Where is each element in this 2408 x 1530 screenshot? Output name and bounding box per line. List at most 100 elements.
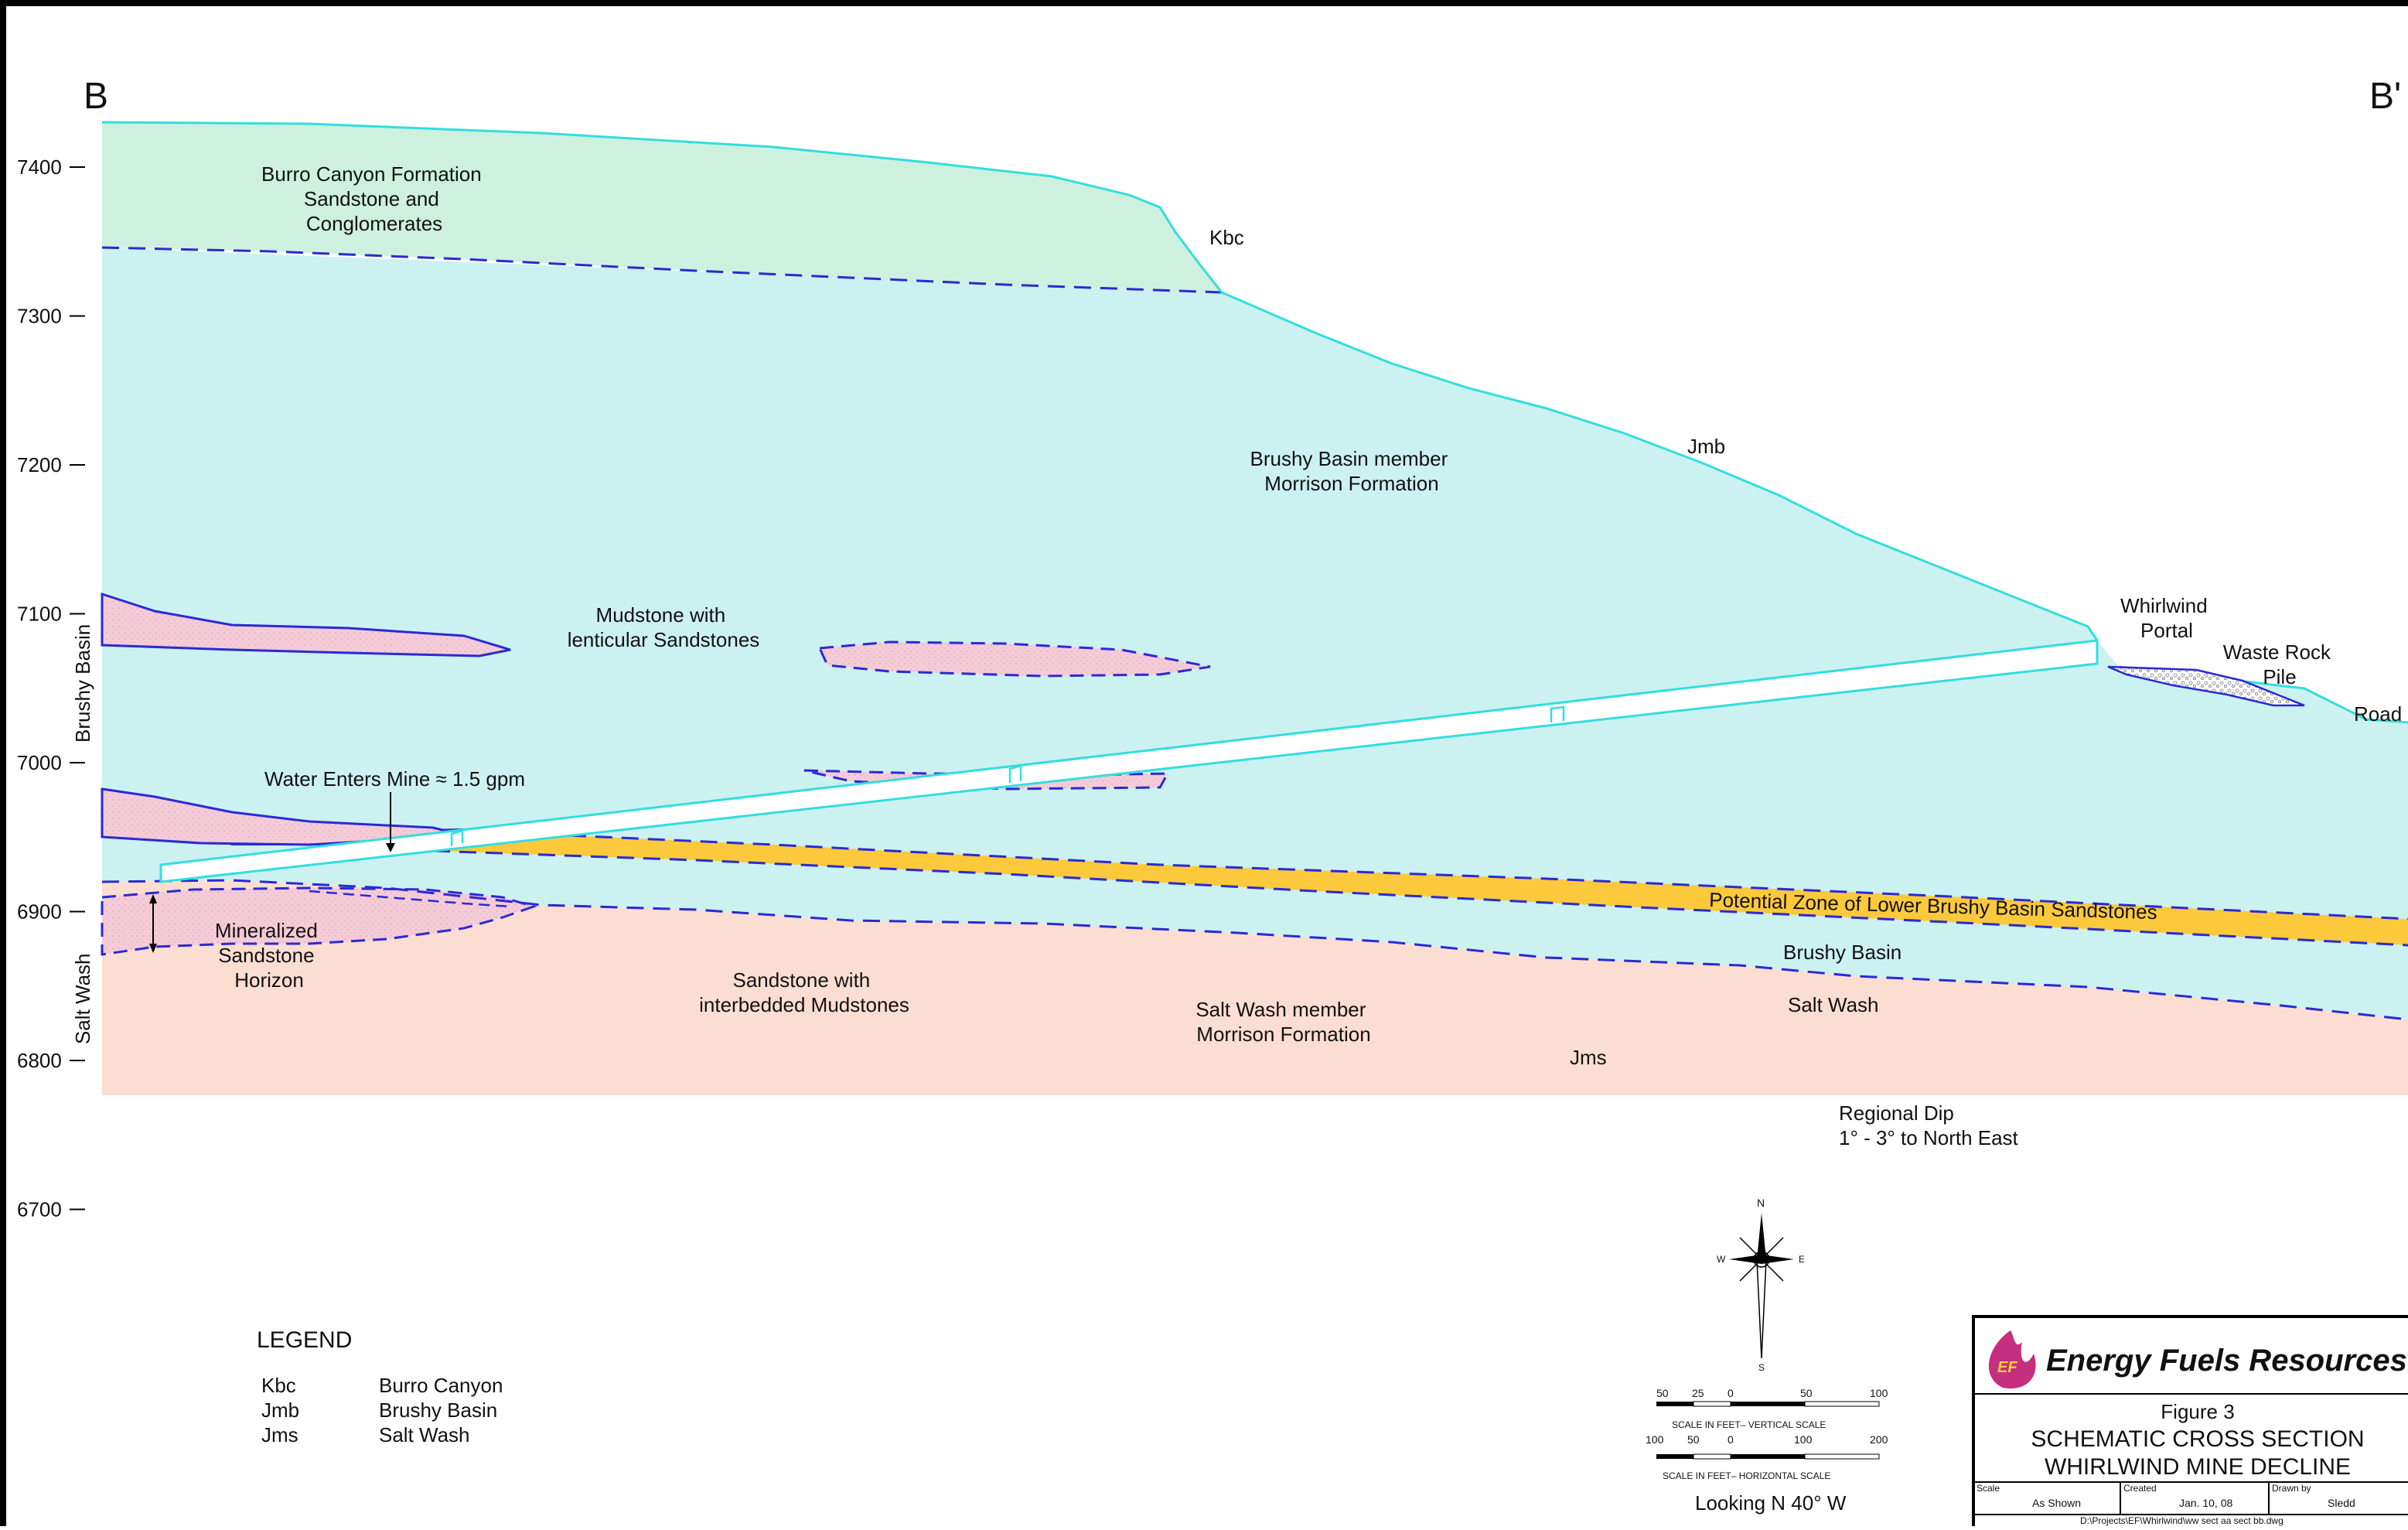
- file-path: D:\Projects\EF\Whirlwind\ww sect aa sect…: [2080, 1515, 2284, 1526]
- field-label-created: Created: [2123, 1483, 2157, 1494]
- thickness-arrow-bottom: [149, 944, 157, 953]
- vscale-seg: [1693, 1401, 1731, 1407]
- label-burro-canyon: Burro Canyon Formation Sandstone and Con…: [261, 162, 487, 235]
- water-arrow-head: [386, 843, 395, 852]
- legend-code: Jms: [261, 1423, 298, 1446]
- vscale-seg: [1804, 1401, 1880, 1407]
- legend-code: Jmb: [261, 1399, 299, 1422]
- mine-decline: [159, 639, 2099, 883]
- thickness-arrow-top: [149, 894, 157, 903]
- compass-n: N: [1757, 1197, 1765, 1209]
- label-salt-wash: Salt Wash: [1788, 993, 1879, 1016]
- compass-e: E: [1799, 1254, 1805, 1265]
- horizontal-scale-bar: 100 50 0 100 200 SCALE IN FEET– HORIZONT…: [1646, 1433, 1888, 1481]
- decline-alcove-1: [450, 829, 464, 846]
- vscale-tick: 0: [1728, 1387, 1734, 1399]
- logo-flame: [1988, 1330, 2036, 1389]
- label-kbc: Kbc: [1209, 226, 1244, 249]
- elevation-tick-label: 7300: [17, 305, 62, 328]
- compass-rose: N S E W: [1717, 1197, 1805, 1373]
- hscale-seg: [1804, 1453, 1880, 1460]
- compass-diag-2: [1739, 1237, 1784, 1282]
- elevation-tick-label: 6900: [17, 900, 62, 924]
- vscale-tick: 100: [1870, 1387, 1888, 1399]
- drawing-title-line2: WHIRLWIND MINE DECLINE: [2045, 1454, 2351, 1480]
- vscale-seg: [1656, 1402, 1693, 1406]
- label-jmb: Jmb: [1687, 435, 1725, 458]
- contact-potential-bottom: [432, 849, 2408, 947]
- label-brushy-basin-member: Brushy Basin member Morrison Formation: [1250, 447, 1454, 495]
- field-value-created: Jan. 10, 08: [2179, 1497, 2232, 1509]
- label-road: Road: [2354, 702, 2402, 726]
- company-logo: EF: [1988, 1330, 2036, 1389]
- label-sandstone-interbedded: Sandstone with interbedded Mudstones: [699, 968, 909, 1016]
- legend-name: Salt Wash: [379, 1423, 470, 1446]
- elevation-tick-label: 6700: [17, 1198, 62, 1221]
- potential-zone-unit: [418, 831, 2408, 945]
- hscale-caption: SCALE IN FEET– HORIZONTAL SCALE: [1663, 1470, 1830, 1481]
- hscale-tick: 100: [1794, 1433, 1813, 1446]
- hscale-tick: 0: [1728, 1433, 1734, 1446]
- label-whirlwind-portal: Whirlwind Portal: [2120, 594, 2213, 642]
- label-salt-wash-member: Salt Wash member Morrison Formation: [1195, 998, 1371, 1046]
- vscale-tick: 50: [1656, 1387, 1669, 1399]
- elevation-tick-label: 6800: [17, 1049, 62, 1072]
- elevation-tick-label: 7400: [17, 155, 62, 179]
- elevation-tick-label: 7200: [17, 453, 62, 476]
- hscale-seg: [1656, 1454, 1693, 1459]
- vertical-scale-bar: 50 25 0 50 100 SCALE IN FEET– VERTICAL S…: [1656, 1387, 1888, 1430]
- compass-needle-e: [1762, 1255, 1794, 1264]
- label-mudstone: Mudstone with lenticular Sandstones: [568, 603, 760, 651]
- looking-direction: Looking N 40° W: [1695, 1491, 1847, 1515]
- field-value-drawn-by: Sledd: [2328, 1497, 2355, 1509]
- label-mineralized: Mineralized Sandstone Horizon: [215, 919, 323, 992]
- company-name: Energy Fuels Resources: [2046, 1344, 2407, 1378]
- label-waste-rock: Waste Rock Pile: [2223, 640, 2336, 688]
- legend: LEGEND Kbc Burro Canyon Jmb Brushy Basin…: [257, 1327, 503, 1446]
- logo-text: EF: [1997, 1359, 2017, 1376]
- field-label-drawn-by: Drawn by: [2272, 1483, 2311, 1494]
- elevation-tick-label: 7000: [17, 751, 62, 774]
- compass-s: S: [1758, 1362, 1765, 1373]
- hscale-tick: 50: [1687, 1433, 1700, 1446]
- compass-w: W: [1717, 1254, 1726, 1265]
- label-regional-dip: Regional Dip 1° - 3° to North East: [1839, 1101, 2019, 1149]
- title-block-frame: [1972, 1315, 2408, 1530]
- sandstone-lens-2: [817, 640, 1211, 678]
- label-jms: Jms: [1570, 1046, 1607, 1069]
- legend-title: LEGEND: [257, 1327, 352, 1353]
- compass-needle-n: [1757, 1213, 1766, 1259]
- zone-label-brushy-basin: Brushy Basin: [71, 624, 94, 743]
- mineralized-horizon-inner: [309, 890, 511, 908]
- vscale-tick: 50: [1800, 1387, 1813, 1399]
- zone-label-salt-wash: Salt Wash: [71, 953, 94, 1044]
- field-value-scale: As Shown: [2032, 1497, 2081, 1509]
- compass-center: [1753, 1251, 1770, 1268]
- legend-name: Burro Canyon: [379, 1374, 503, 1397]
- field-label-scale: Scale: [1977, 1483, 2000, 1494]
- hscale-seg: [1731, 1454, 1805, 1459]
- elevation-axis: 7400 7300 7200 7100 7000 6900 6800 6700: [17, 155, 85, 1221]
- brushy-basin-formation: [102, 248, 2408, 1019]
- legend-name: Brushy Basin: [379, 1399, 497, 1422]
- vscale-caption: SCALE IN FEET– VERTICAL SCALE: [1672, 1419, 1826, 1430]
- waste-rock-pile: [2107, 665, 2305, 707]
- drawing-title-line1: SCHEMATIC CROSS SECTION: [2031, 1426, 2364, 1452]
- sandstone-lens-1: [101, 592, 511, 657]
- ground-surface: [101, 121, 2099, 641]
- legend-code: Kbc: [261, 1374, 296, 1397]
- contact-kbc-jmb: [101, 246, 1223, 294]
- elevation-tick-label: 7100: [17, 603, 62, 626]
- salt-wash-formation: [102, 828, 2408, 1095]
- compass-needle-w: [1729, 1255, 1762, 1264]
- label-brushy-basin: Brushy Basin: [1783, 941, 1902, 964]
- compass-needle-s: [1756, 1258, 1767, 1359]
- hscale-tick: 100: [1646, 1433, 1664, 1446]
- decline-alcove-3: [1550, 705, 1565, 722]
- figure-number: Figure 3: [2161, 1400, 2234, 1423]
- hscale-tick: 200: [1870, 1433, 1888, 1446]
- contact-jmb-jms: [101, 879, 2408, 1021]
